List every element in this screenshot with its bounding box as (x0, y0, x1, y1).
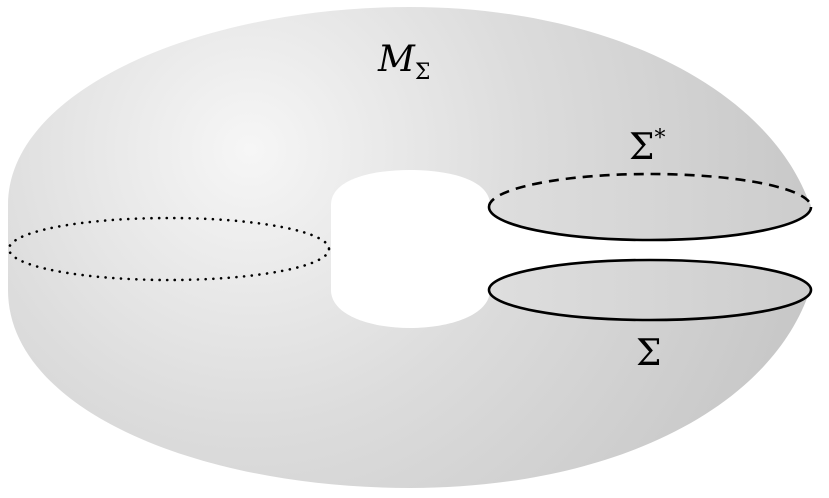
manifold-label: MΣ (378, 42, 430, 84)
sigma-label-base: Σ (636, 333, 662, 374)
sigma-label: Σ (636, 336, 661, 372)
manifold-label-subscript: Σ (414, 60, 431, 85)
sigma-star-label: Σ* (629, 128, 665, 166)
sigma-star-back-dashed (487, 172, 813, 208)
cut-slot (489, 207, 829, 290)
meridian-dotted-circle (7, 216, 331, 282)
sigma-star-label-superscript: * (654, 126, 666, 151)
sigma-star-label-base: Σ (629, 127, 655, 168)
manifold-label-base: M (378, 39, 415, 80)
sigma-star-disk (489, 174, 811, 240)
central-hole (331, 170, 490, 328)
sigma-star-front-solid (487, 206, 813, 242)
sigma-disk (487, 258, 813, 322)
